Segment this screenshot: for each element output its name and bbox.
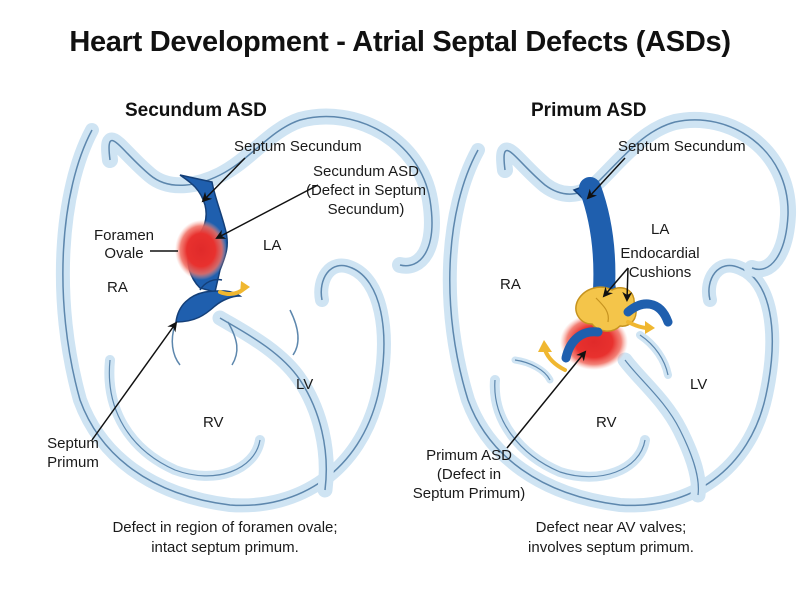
label-lv-right: LV [690,376,707,393]
label-lv-left: LV [296,376,313,393]
label-la-left: LA [263,237,281,254]
ventricular-septum-right [617,352,706,503]
label-la-right: LA [651,221,669,238]
label-ra-left: RA [107,279,128,296]
label-rv-left: RV [203,414,224,431]
primum-caption-line2: involves septum primum. [528,539,694,556]
label-endocardial-cushions: Endocardial [620,245,699,262]
label-septum-secundum-right: Septum Secundum [618,138,746,155]
secundum-defect [175,220,227,280]
label-septum-primum-2: Primum [47,454,99,471]
label-foramen-ovale-2: Ovale [104,245,143,262]
secundum-caption-line1: Defect in region of foramen ovale; [112,519,338,536]
secundum-labels: Septum Secundum Secundum ASD (Defect in … [47,138,426,471]
secundum-panel-title: Secundum ASD [125,100,267,121]
label-secundum-asd-3: Secundum) [328,201,405,218]
label-primum-asd-3: Septum Primum) [413,485,526,502]
septum-primum-right-2 [623,299,673,327]
label-foramen-ovale: Foramen [94,227,154,244]
label-secundum-asd-2: (Defect in Septum [306,182,426,199]
label-endocardial-cushions-2: Cushions [629,264,692,281]
secundum-heart [55,108,440,513]
diagram-title: Heart Development - Atrial Septal Defect… [69,26,731,58]
label-primum-asd: Primum ASD [426,447,512,464]
label-rv-right: RV [596,414,617,431]
label-septum-primum: Septum [47,435,99,452]
septum-primum-right [561,327,603,363]
septum-primum-tissue [175,290,243,323]
primum-caption-line1: Defect near AV valves; [535,519,687,536]
secundum-caption-line2: intact septum primum. [151,539,299,556]
secundum-caption: Defect in region of foramen ovale; intac… [60,518,390,558]
label-primum-asd-2: (Defect in [437,466,501,483]
primum-caption: Defect near AV valves; involves septum p… [446,518,776,558]
label-septum-secundum: Septum Secundum [234,138,362,155]
primum-labels: Septum Secundum LA Endocardial Cushions … [413,138,746,502]
rv-inner-wall [104,355,265,481]
label-secundum-asd: Secundum ASD [313,163,419,180]
primum-panel-title: Primum ASD [531,100,647,121]
label-ra-right: RA [500,276,521,293]
